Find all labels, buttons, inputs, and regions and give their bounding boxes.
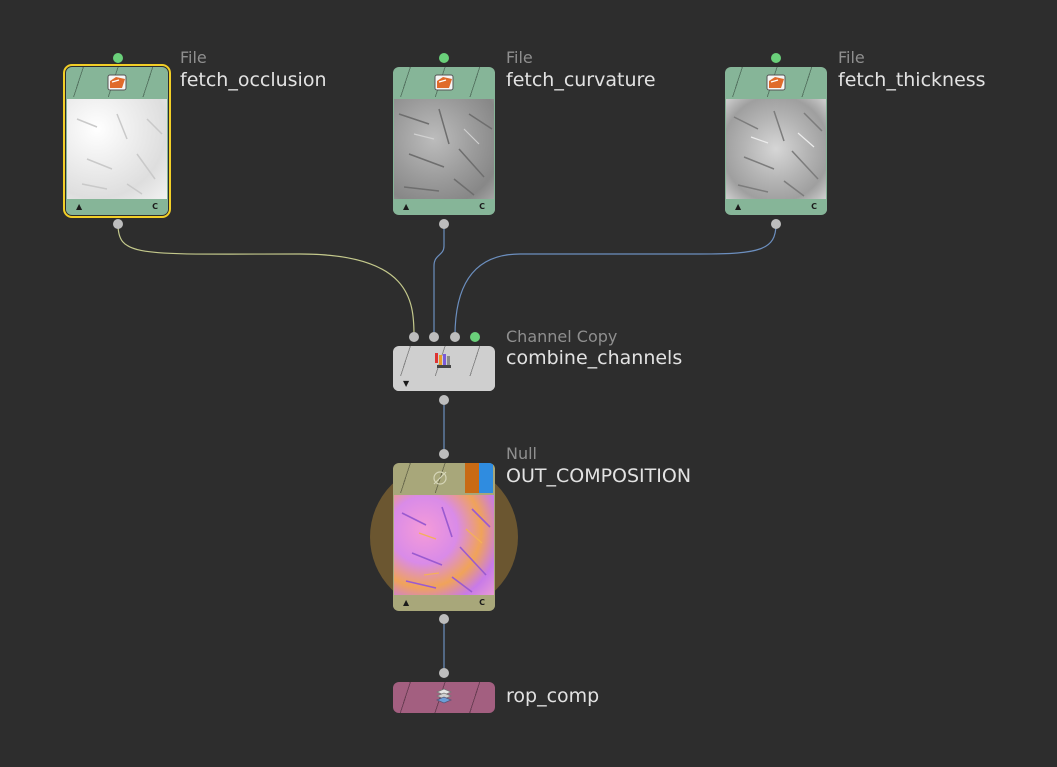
bypass-flag-dot[interactable] — [470, 332, 480, 342]
node-type-label: File — [838, 48, 865, 67]
input-connector-0[interactable] — [439, 668, 449, 678]
thumbnail-composition — [394, 495, 494, 595]
triangle-icon: ▲ — [403, 598, 410, 607]
bypass-flag-dot[interactable] — [439, 53, 449, 63]
output-connector[interactable] — [439, 614, 449, 624]
node-name-label[interactable]: fetch_thickness — [838, 69, 986, 91]
node-tile[interactable]: ▲ C — [63, 64, 171, 218]
node-type-label: Channel Copy — [506, 327, 618, 346]
input-connector-1[interactable] — [429, 332, 439, 342]
triangle-icon: ▲ — [403, 202, 410, 211]
node-tile[interactable] — [393, 682, 495, 713]
channel-copy-icon — [435, 353, 451, 368]
display-flag[interactable] — [479, 463, 493, 493]
folder-icon — [434, 74, 454, 91]
chevron-down-icon[interactable]: ▼ — [403, 379, 410, 388]
output-connector[interactable] — [771, 219, 781, 229]
wire-thickness-to-combine[interactable] — [454, 223, 777, 337]
node-footer: ▼ — [393, 377, 495, 391]
node-tile[interactable]: ▲ C — [393, 463, 495, 611]
thumbnail-occlusion — [67, 99, 167, 199]
folder-icon — [766, 74, 786, 91]
node-type-label: Null — [506, 444, 537, 463]
bypass-flag-dot[interactable] — [771, 53, 781, 63]
input-connector-0[interactable] — [409, 332, 419, 342]
node-type-label: File — [180, 48, 207, 67]
wire-curvature-to-combine[interactable] — [433, 224, 445, 336]
input-connector-0[interactable] — [439, 449, 449, 459]
footer-flag: C — [479, 598, 485, 607]
node-name-label[interactable]: rop_comp — [506, 685, 600, 707]
node-name-label[interactable]: combine_channels — [506, 347, 683, 369]
node-type-label: File — [506, 48, 533, 67]
node-name-label[interactable]: fetch_occlusion — [180, 69, 327, 91]
folder-icon — [107, 74, 127, 91]
node-footer: ▲ C — [66, 200, 168, 214]
thumbnail-curvature — [394, 99, 494, 199]
rop-output-icon — [435, 688, 453, 704]
triangle-icon: ▲ — [76, 202, 83, 211]
node-name-label[interactable]: fetch_curvature — [506, 69, 656, 91]
node-name-label[interactable]: OUT_COMPOSITION — [506, 465, 692, 487]
node-tile[interactable]: ▲ C — [393, 67, 495, 215]
null-icon — [433, 471, 447, 485]
thumbnail-thickness — [726, 99, 826, 199]
node-footer: ▲ C — [725, 200, 827, 214]
wire-occlusion-to-combine[interactable] — [117, 223, 415, 337]
node-tile[interactable]: ▼ — [393, 346, 495, 391]
bypass-flag-dot[interactable] — [113, 53, 123, 63]
node-tile[interactable]: ▲ C — [725, 67, 827, 215]
node-footer: ▲ C — [393, 596, 495, 610]
input-connector-2[interactable] — [450, 332, 460, 342]
footer-flag: C — [152, 202, 158, 211]
output-connector[interactable] — [113, 219, 123, 229]
footer-flag: C — [811, 202, 817, 211]
triangle-icon: ▲ — [735, 202, 742, 211]
output-connector[interactable] — [439, 395, 449, 405]
node-footer: ▲ C — [393, 200, 495, 214]
render-flag[interactable] — [465, 463, 479, 493]
footer-flag: C — [479, 202, 485, 211]
output-connector[interactable] — [439, 219, 449, 229]
